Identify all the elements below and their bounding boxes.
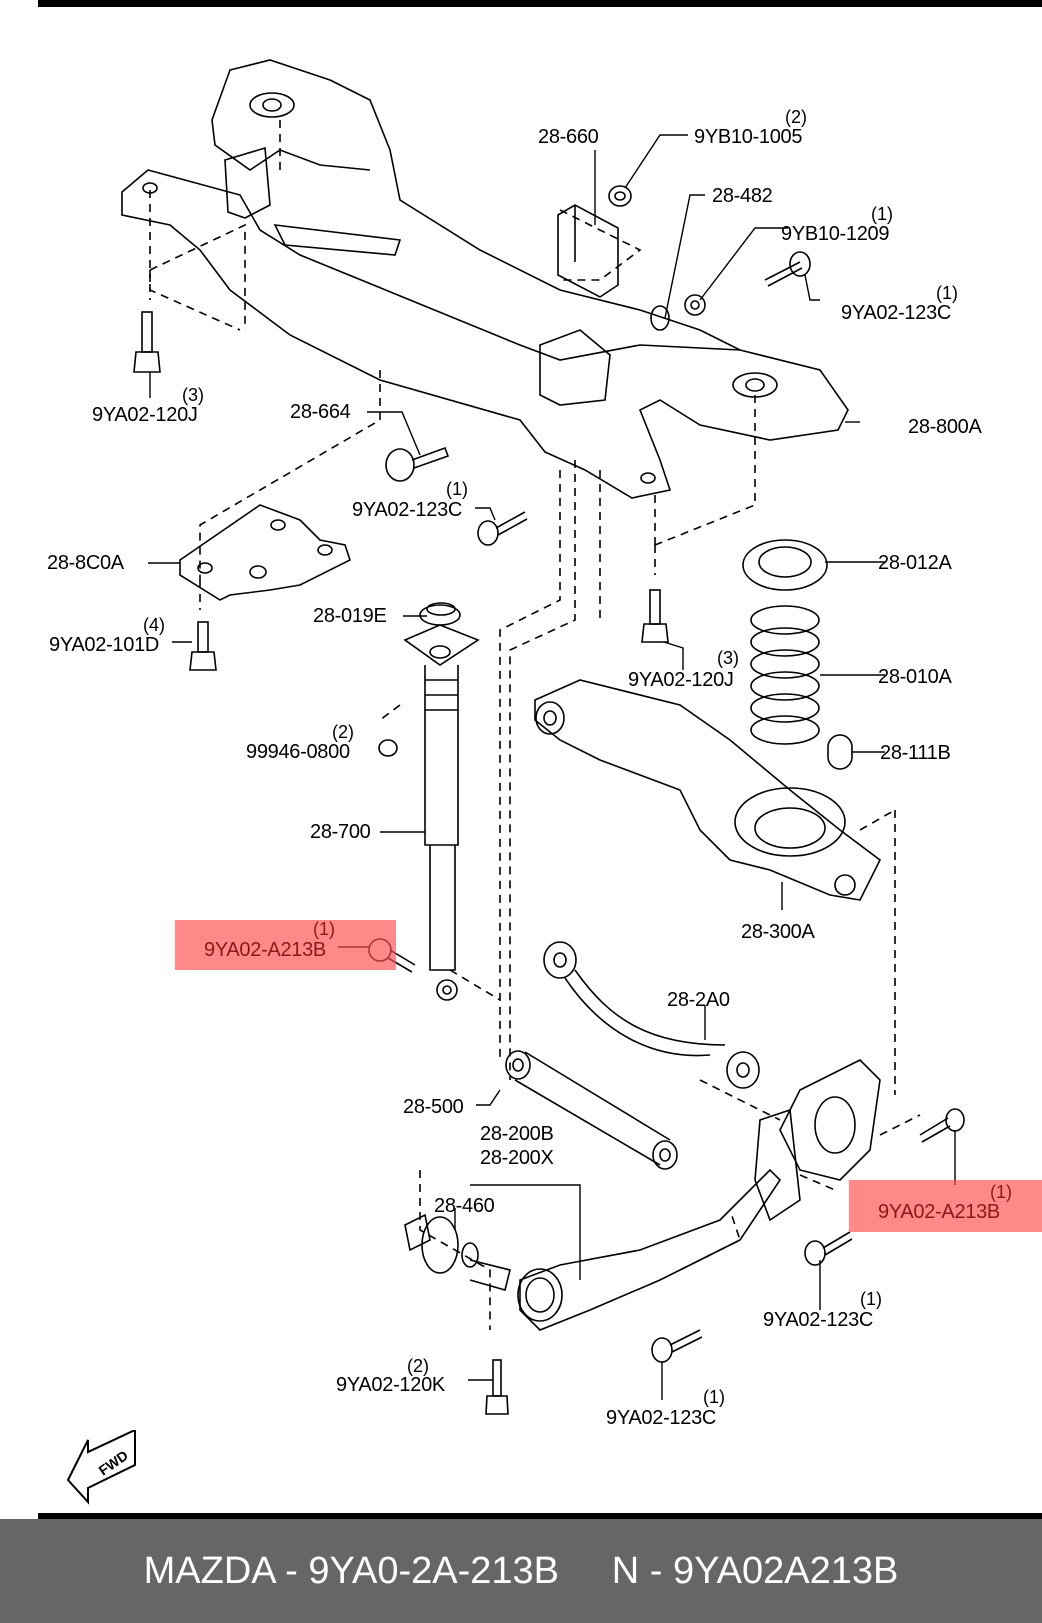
callout-9YA02-A213B-highlighted[interactable]: 9YA02-A213B xyxy=(878,1201,1000,1223)
callout-qty: (2) xyxy=(332,722,354,742)
callout-9YA02-120J[interactable]: 9YA02-120J xyxy=(92,404,198,426)
bottom-border-rule xyxy=(38,1513,1042,1519)
callout-9YB10-1005[interactable]: 9YB10-1005 xyxy=(694,126,803,148)
callout-28-010A[interactable]: 28-010A xyxy=(878,666,952,688)
callout-9YA02-A213B-highlighted[interactable]: 9YA02-A213B xyxy=(204,939,326,961)
spring-seat-28-012A xyxy=(742,539,828,591)
bolt-28-664 xyxy=(385,446,450,482)
lower-arm-28-300A xyxy=(534,679,882,901)
callout-99946-0800[interactable]: 99946-0800 xyxy=(246,741,350,763)
callout-28-111B[interactable]: 28-111B xyxy=(880,742,951,764)
callout-28-200X[interactable]: 28-200X xyxy=(480,1147,554,1169)
callout-28-019E[interactable]: 28-019E xyxy=(313,605,387,627)
crossmember-28-800A xyxy=(121,59,849,499)
callout-28-500[interactable]: 28-500 xyxy=(403,1096,464,1118)
callout-9YA02-123C[interactable]: 9YA02-123C xyxy=(352,499,463,521)
top-border-rule xyxy=(38,0,1042,7)
callout-28-660[interactable]: 28-660 xyxy=(538,126,599,148)
part-number-text: MAZDA - 9YA0-2A-213B N - 9YA02A213B xyxy=(143,1549,899,1592)
callout-9YA02-123C[interactable]: 9YA02-123C xyxy=(763,1309,874,1331)
part-number-footer: MAZDA - 9YA0-2A-213B N - 9YA02A213B xyxy=(0,1519,1042,1623)
callout-qty: (1) xyxy=(990,1182,1012,1202)
fwd-arrow-icon: FWD xyxy=(66,1430,136,1505)
callout-qty: (1) xyxy=(313,919,335,939)
callout-28-8C0A[interactable]: 28-8C0A xyxy=(47,552,124,574)
bumper-28-111B xyxy=(827,734,853,770)
callout-9YA02-123C[interactable]: 9YA02-123C xyxy=(841,302,952,324)
callout-9YA02-123C[interactable]: 9YA02-123C xyxy=(606,1407,717,1429)
callout-9YA02-120J[interactable]: 9YA02-120J xyxy=(628,669,734,691)
callout-qty: (1) xyxy=(871,204,893,224)
bump-stop-28-019E xyxy=(426,602,456,616)
shock-absorber-28-700 xyxy=(403,604,480,1001)
callout-qty: (1) xyxy=(936,283,958,303)
assembly-guide-lines xyxy=(149,120,921,1330)
callout-qty: (3) xyxy=(717,648,739,668)
callout-9YB10-1209[interactable]: 9YB10-1209 xyxy=(781,223,890,245)
bolt-9YA02-123C-top xyxy=(764,251,811,287)
upper-arm-28-2A0 xyxy=(543,941,760,1089)
callout-9YA02-120K[interactable]: 9YA02-120K xyxy=(336,1374,445,1396)
trailing-arm-28-200B xyxy=(517,1168,782,1331)
bolt-9YA02-120J-right xyxy=(641,589,669,643)
callout-28-700[interactable]: 28-700 xyxy=(310,821,371,843)
callout-qty: (3) xyxy=(182,385,204,405)
callout-28-800A[interactable]: 28-800A xyxy=(908,416,982,438)
bolt-9YA02-123C-lower-right xyxy=(804,1231,853,1266)
callout-28-460[interactable]: 28-460 xyxy=(434,1195,495,1217)
leader-lines xyxy=(148,134,956,1400)
callout-qty: (1) xyxy=(860,1289,882,1309)
bolt-9YA02-120K xyxy=(485,1359,509,1415)
callout-9YA02-101D[interactable]: 9YA02-101D xyxy=(49,634,160,656)
knuckle xyxy=(754,1059,881,1222)
callout-28-300A[interactable]: 28-300A xyxy=(741,921,815,943)
nut-99946-0800 xyxy=(378,739,398,757)
module-28-660 xyxy=(557,204,619,298)
nut-9YB10-1005 xyxy=(608,185,632,207)
nut-9YB10-1209 xyxy=(684,294,706,316)
bolt-9YA02-120J-left xyxy=(133,311,161,373)
callout-qty: (2) xyxy=(785,107,807,127)
callout-28-664[interactable]: 28-664 xyxy=(290,401,351,423)
washer-28-482 xyxy=(650,305,670,331)
callout-qty: (1) xyxy=(446,479,468,499)
highlight-9YA02-A213B-knuckle xyxy=(849,1180,1042,1232)
callout-28-012A[interactable]: 28-012A xyxy=(878,552,952,574)
plate-28-8C0A xyxy=(179,504,351,601)
bolt-9YA02-123C-mid xyxy=(477,511,528,546)
bolt-9YA02-123C-lower-mid xyxy=(651,1329,703,1363)
highlight-9YA02-A213B-shock xyxy=(175,920,396,970)
callout-28-200B[interactable]: 28-200B xyxy=(480,1123,554,1145)
coil-spring-28-010A xyxy=(750,605,820,745)
bushing-28-460 xyxy=(404,1213,511,1291)
callout-28-2A0[interactable]: 28-2A0 xyxy=(667,989,730,1011)
bolt-9YA02-A213B-knuckle xyxy=(919,1108,965,1143)
bolt-9YA02-101D xyxy=(189,621,217,671)
callout-qty: (4) xyxy=(143,615,165,635)
callout-28-482[interactable]: 28-482 xyxy=(712,185,773,207)
callout-qty: (1) xyxy=(703,1387,725,1407)
lateral-link-28-500 xyxy=(505,1050,678,1170)
callout-qty: (2) xyxy=(407,1356,429,1376)
